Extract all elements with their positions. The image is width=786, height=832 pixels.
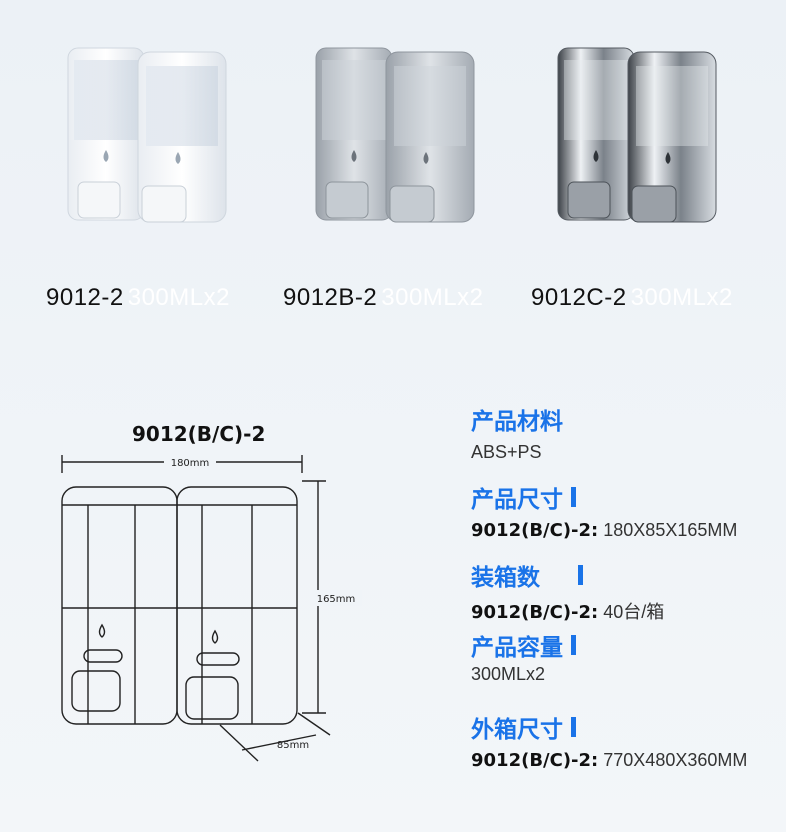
spec-heading-text: 产品容量 bbox=[471, 635, 563, 661]
spec-heading: 外箱尺寸 bbox=[471, 710, 747, 744]
spec-capacity: 产品容量 300MLx2 bbox=[471, 628, 576, 685]
spec-size: 产品尺寸 9012(B/C)-2: 180X85X165MM bbox=[471, 480, 737, 541]
drawing-title: 9012(B/C)-2 bbox=[132, 422, 266, 446]
depth-label: 85mm bbox=[277, 740, 309, 751]
accent-bar bbox=[571, 717, 576, 737]
caption-model: 9012B-2 bbox=[283, 284, 378, 311]
spec-value-text: 770X480X360MM bbox=[603, 750, 748, 770]
caption-model: 9012-2 bbox=[46, 284, 124, 311]
width-label: 180mm bbox=[171, 458, 210, 469]
height-label: 165mm bbox=[317, 594, 356, 605]
spec-heading: 产品材料 bbox=[471, 402, 563, 436]
spec-model: 9012(B/C)-2: bbox=[471, 602, 599, 623]
product-image-chrome bbox=[557, 47, 717, 223]
spec-carton: 外箱尺寸 9012(B/C)-2: 770X480X360MM bbox=[471, 710, 747, 771]
dimension-drawing: 180mm 165mm 85mm bbox=[61, 454, 362, 762]
spec-model: 9012(B/C)-2: bbox=[471, 520, 599, 541]
spec-value-text: 180X85X165MM bbox=[603, 520, 738, 540]
spec-heading: 装箱数 bbox=[471, 558, 664, 592]
accent-bar bbox=[571, 487, 576, 507]
spec-value: ABS+PS bbox=[471, 442, 542, 462]
spec-value: 300MLx2 bbox=[471, 664, 546, 684]
spec-heading-text: 装箱数 bbox=[471, 565, 540, 591]
spec-heading: 产品容量 bbox=[471, 628, 576, 662]
product-image-white bbox=[67, 47, 227, 223]
product-image-silver bbox=[315, 47, 475, 223]
spec-value: 9012(B/C)-2: 40台/箱 bbox=[471, 598, 664, 624]
spec-value-text: 40台/箱 bbox=[603, 602, 665, 622]
caption-volume: 300MLx2 bbox=[630, 284, 733, 311]
spec-value: 9012(B/C)-2: 180X85X165MM bbox=[471, 520, 737, 541]
spec-value: 9012(B/C)-2: 770X480X360MM bbox=[471, 750, 747, 771]
spec-material: 产品材料 ABS+PS bbox=[471, 402, 563, 463]
spec-model: 9012(B/C)-2: bbox=[471, 750, 599, 771]
caption-model: 9012C-2 bbox=[531, 284, 627, 311]
accent-bar bbox=[571, 635, 576, 655]
caption-volume: 300MLx2 bbox=[381, 284, 484, 311]
spec-heading-text: 外箱尺寸 bbox=[471, 717, 563, 743]
accent-bar bbox=[578, 565, 583, 585]
caption-volume: 300MLx2 bbox=[127, 284, 230, 311]
spec-heading-text: 产品材料 bbox=[471, 409, 563, 435]
spec-packing: 装箱数 9012(B/C)-2: 40台/箱 bbox=[471, 558, 664, 624]
spec-heading: 产品尺寸 bbox=[471, 480, 737, 514]
spec-heading-text: 产品尺寸 bbox=[471, 487, 563, 513]
